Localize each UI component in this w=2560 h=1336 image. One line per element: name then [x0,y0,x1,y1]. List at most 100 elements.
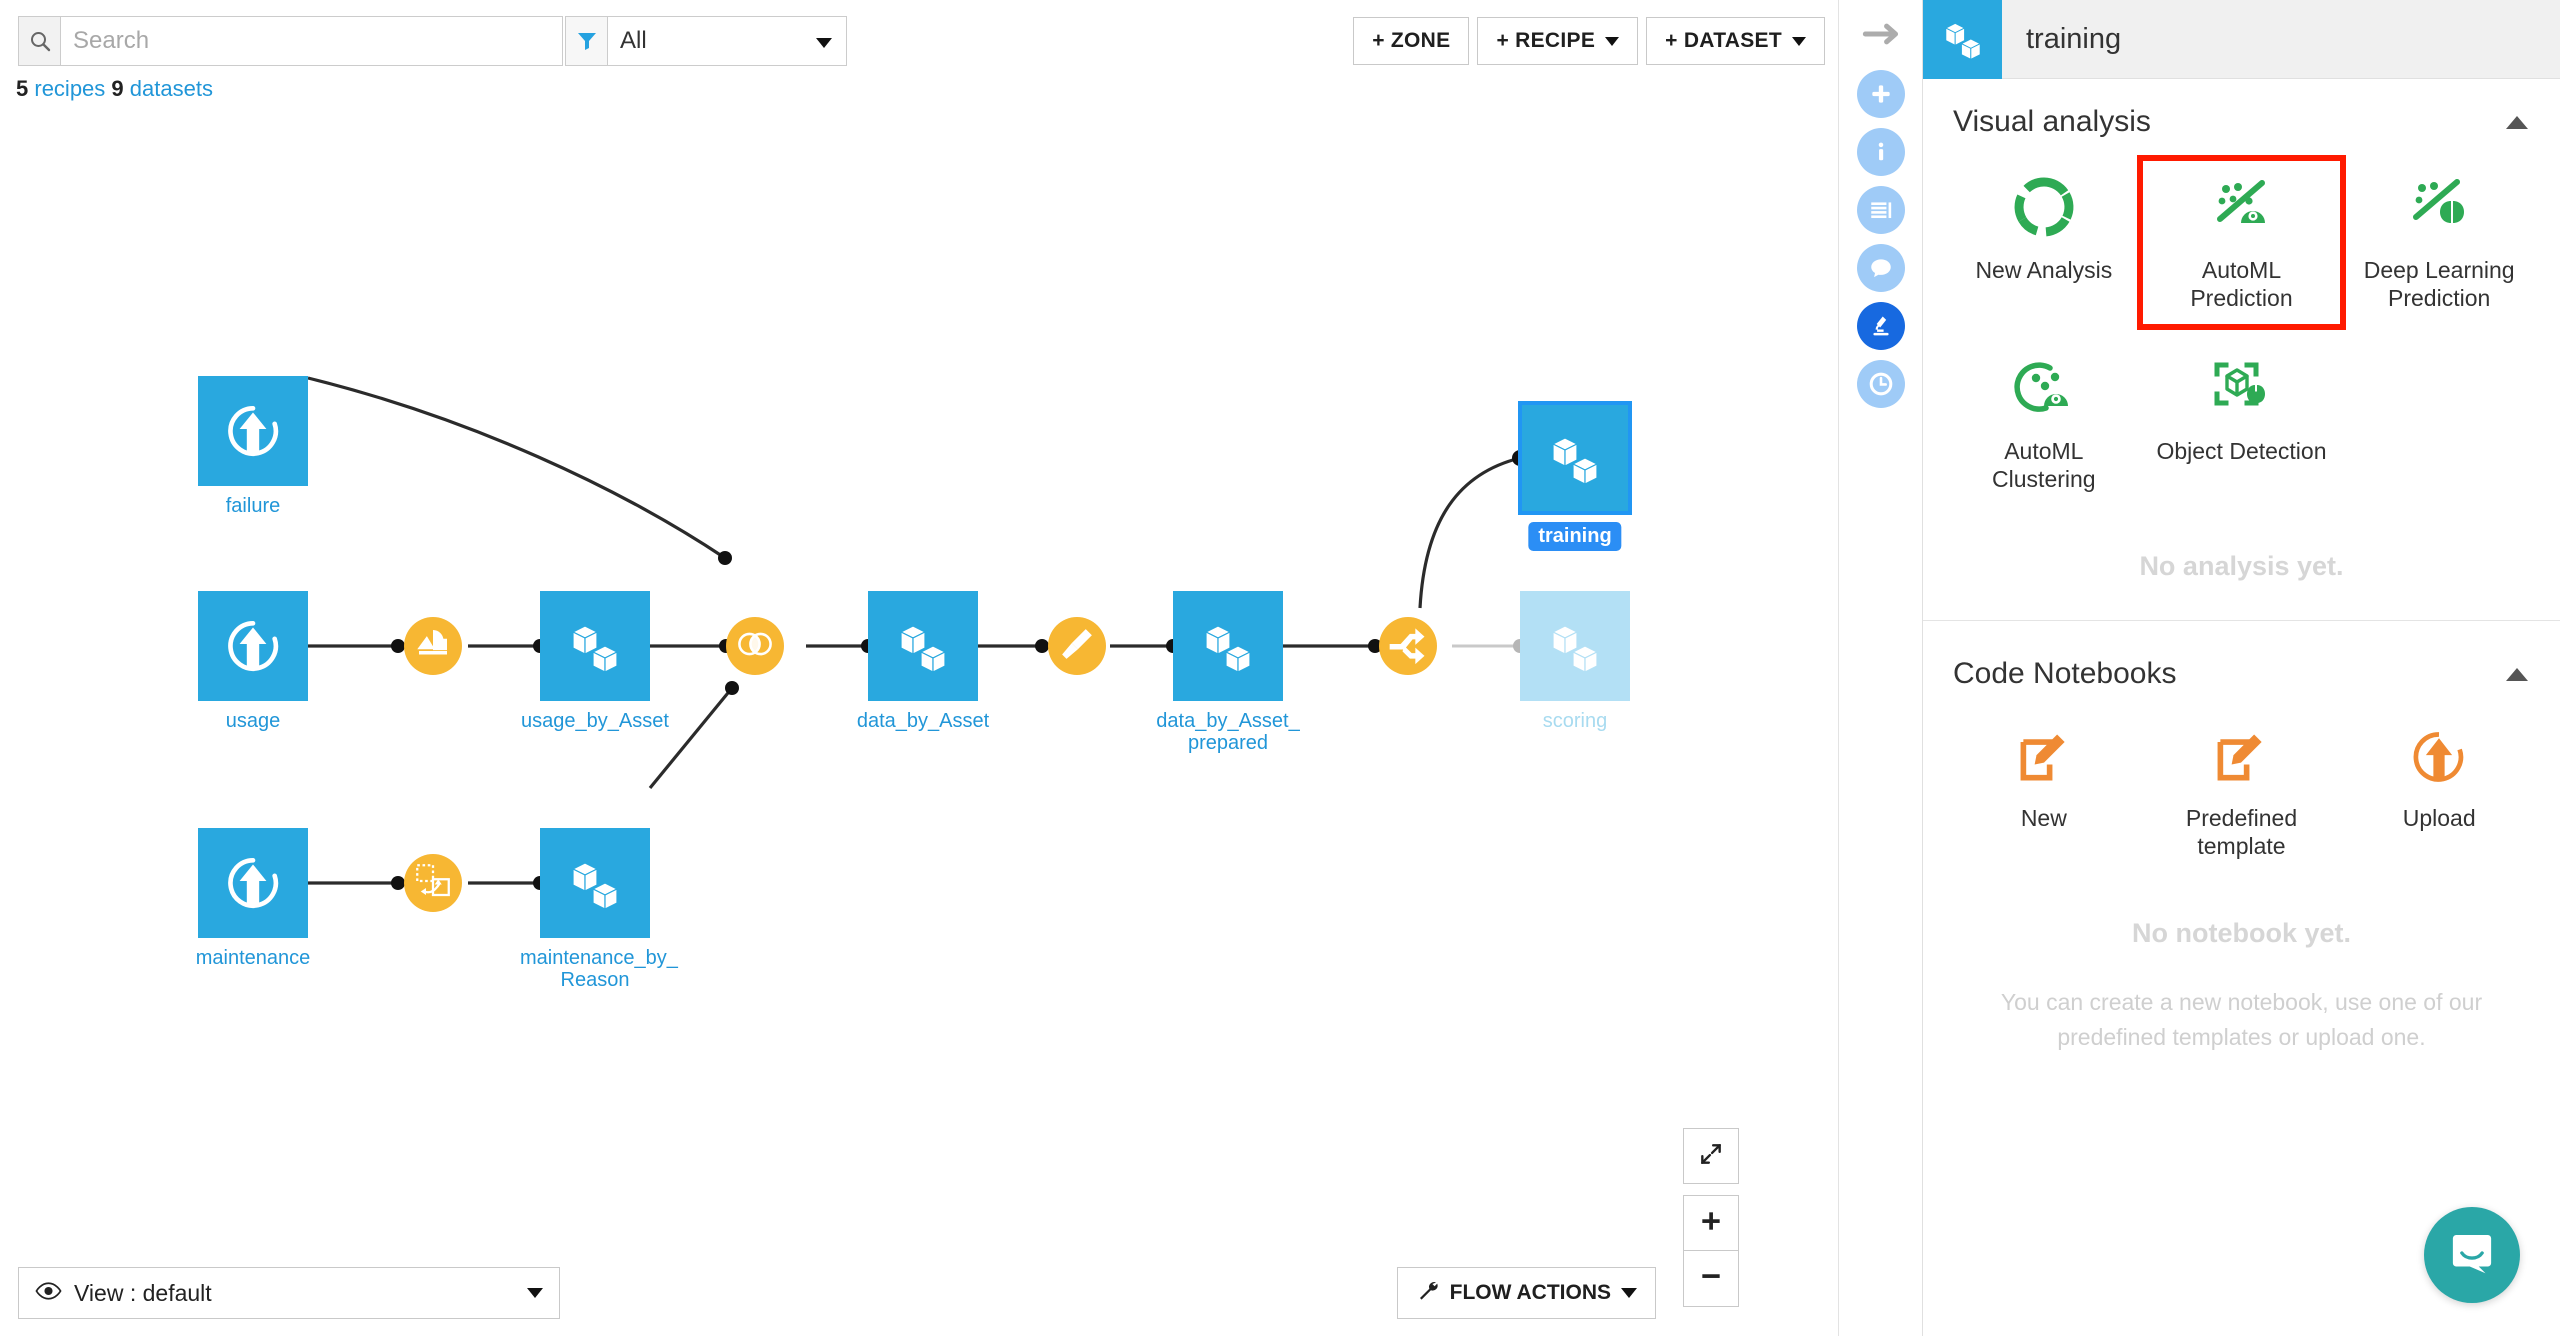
tile-label: Object Detection [2156,438,2327,465]
chevron-down-icon [816,38,832,48]
recipes-link[interactable]: recipes [34,76,106,101]
pencil-square-icon [2014,727,2074,792]
dataset-upload-icon [198,376,308,486]
filter-select[interactable]: All [607,16,847,66]
intercom-launcher-button[interactable] [2424,1207,2520,1303]
dataset-cubes-icon [868,591,978,701]
search-bar[interactable] [18,16,563,66]
wrench-icon [1416,1278,1440,1308]
automl-prediction-icon [2209,175,2273,244]
intercom-chat-icon [2445,1226,2499,1285]
plus-icon [1698,1208,1724,1239]
flow-recipe-prepare[interactable] [1048,617,1106,675]
rail-lab[interactable] [1853,298,1909,354]
info-icon [1857,128,1905,176]
search-input[interactable] [60,16,563,66]
dataset-upload-icon [198,828,308,938]
dataset-cubes-icon [540,591,650,701]
tile-new-notebook[interactable]: New [1945,713,2143,872]
visual-analysis-tiles: New Analysis [1923,153,2560,505]
flow-node-scoring[interactable]: scoring [1520,591,1650,732]
flow-node-label: data_by_Asset [856,710,990,732]
chevron-down-icon [527,1288,543,1298]
rail-collapse-panel-arrow[interactable] [1853,8,1909,64]
tile-new-analysis[interactable]: New Analysis [1945,161,2143,324]
chevron-down-icon [1792,36,1806,46]
rail-schema-list[interactable] [1853,182,1909,238]
dataset-cubes-icon [1173,591,1283,701]
flow-recipe-split[interactable] [1379,617,1437,675]
flow-node-data-by-asset[interactable]: data_by_Asset [857,591,998,732]
add-recipe-button[interactable]: + RECIPE [1477,17,1639,65]
visual-analysis-header: Visual analysis [1923,79,2560,153]
tile-upload-notebook[interactable]: Upload [2340,713,2538,872]
tile-label: Deep Learning Prediction [2363,257,2515,312]
rail-details-info[interactable] [1853,124,1909,180]
flow-add-buttons: + ZONE + RECIPE + DATASET [1353,17,1825,65]
tile-deep-learning-prediction[interactable]: Deep Learning Prediction [2340,161,2538,324]
flow-node-failure[interactable]: failure [198,376,328,517]
chevron-up-icon[interactable] [2506,667,2528,681]
group-recipe-icon [412,623,454,670]
add-dataset-label: + DATASET [1665,29,1782,52]
rail-history[interactable] [1853,356,1909,412]
flow-actions-label: FLOW ACTIONS [1449,1281,1611,1304]
view-selector-label: View : default [74,1279,212,1306]
add-zone-button[interactable]: + ZONE [1353,17,1470,65]
filter-control[interactable]: All [565,16,847,66]
pencil-square-icon [2211,727,2271,792]
tile-predefined-template[interactable]: Predefined template [2143,713,2341,872]
flow-node-training[interactable]: training [1518,401,1632,552]
tile-label: New [2020,805,2067,832]
flow-node-maintenance[interactable]: maintenance [196,828,328,969]
section-divider [1923,620,2560,622]
upload-circle-icon [2409,727,2469,792]
flow-node-label: usage [225,710,281,732]
add-recipe-label: + RECIPE [1496,29,1596,52]
rail-add-item[interactable] [1853,66,1909,122]
datasets-link[interactable]: datasets [129,76,213,101]
dataset-cubes-icon [1518,401,1632,515]
dataset-cubes-icon [540,828,650,938]
tile-label: Predefined template [2185,805,2298,860]
chevron-up-icon[interactable] [2506,115,2528,129]
panel-header: training [1923,0,2560,79]
zoom-in-button[interactable] [1683,1195,1739,1251]
chevron-down-icon [1605,36,1620,46]
flow-recipe-group-usage[interactable] [404,617,462,675]
flow-node-maintenance-by-reason[interactable]: maintenance_by_ Reason [520,828,678,992]
right-panel: training Visual analysis [1922,0,2560,1336]
flow-recipe-pivot-maintenance[interactable] [404,854,462,912]
tile-label: AutoML Prediction [2190,257,2293,312]
flow-node-label: maintenance_by_ Reason [520,947,678,992]
code-notebooks-section: Code Notebooks New [1923,631,2560,1064]
code-notebooks-header: Code Notebooks [1923,631,2560,705]
join-recipe-icon [733,622,777,671]
code-notebooks-empty-message: No notebook yet. [2131,918,2351,949]
flow-node-usage[interactable]: usage [198,591,328,732]
tile-object-detection[interactable]: Object Detection [2143,342,2341,505]
add-dataset-button[interactable]: + DATASET [1646,17,1825,65]
tile-automl-prediction[interactable]: AutoML Prediction [2136,154,2347,331]
fit-to-screen-button[interactable] [1683,1128,1739,1184]
flow-canvas[interactable]: failure usage maintena [0,88,1838,1266]
microscope-icon [1857,302,1905,350]
fit-screen-icon [1698,1141,1724,1172]
zoom-out-button[interactable] [1683,1251,1739,1307]
flow-node-label: scoring [1542,710,1608,732]
eye-icon [35,1280,62,1307]
flow-recipe-join[interactable] [726,617,784,675]
code-notebooks-title: Code Notebooks [1953,657,2177,691]
flow-toolbar: All 5 recipes 9 datasets + ZONE + RECIPE [0,0,1838,101]
code-notebooks-hint: You can create a new notebook, use one o… [2000,989,2483,1050]
rail-discussions[interactable] [1853,240,1909,296]
minus-icon [1698,1263,1724,1294]
flow-actions-button[interactable]: FLOW ACTIONS [1396,1267,1656,1319]
flow-counts: 5 recipes 9 datasets [16,76,213,102]
flow-node-data-by-asset-prepared[interactable]: data_by_Asset_ prepared [1156,591,1303,755]
flow-node-usage-by-asset[interactable]: usage_by_Asset [521,591,670,732]
view-selector[interactable]: View : default [18,1267,560,1319]
tile-label: Upload [2402,805,2476,832]
tile-automl-clustering[interactable]: AutoML Clustering [1945,342,2143,505]
dataset-cubes-icon [1923,0,2002,79]
